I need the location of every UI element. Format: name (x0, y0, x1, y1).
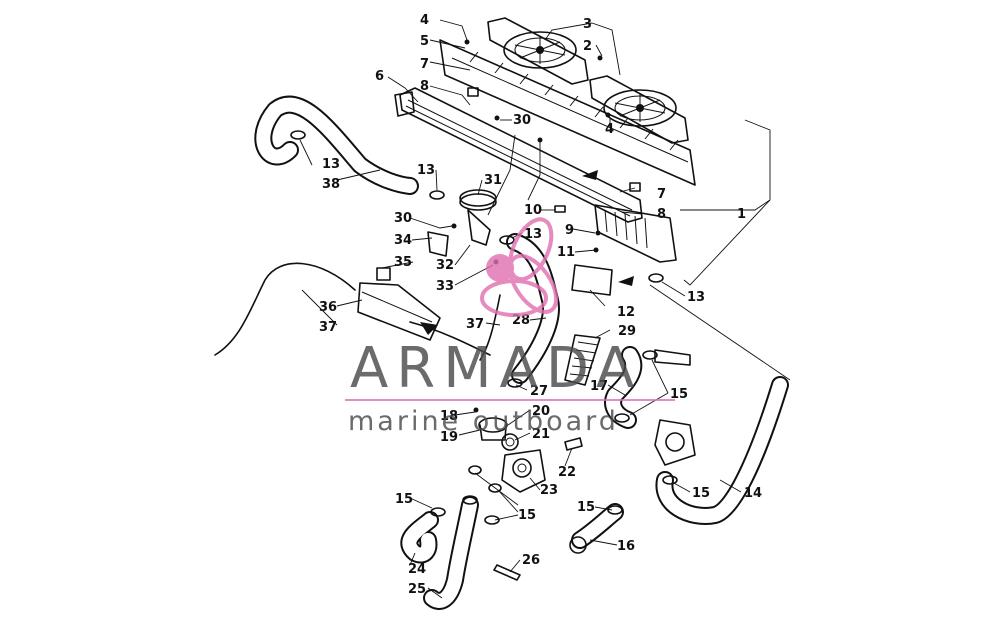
overflow-hose-37 (214, 262, 501, 361)
callout-20: 20 (532, 404, 550, 419)
callout-33: 33 (436, 279, 454, 294)
hose-24 (400, 511, 439, 564)
callout-labels: 4 3 5 2 7 6 8 30 4 13 38 13 31 7 1 10 8 … (319, 13, 762, 597)
callout-15: 15 (692, 486, 710, 501)
callout-6: 6 (375, 69, 384, 84)
callout-13: 13 (417, 163, 435, 178)
callout-15: 15 (577, 500, 595, 515)
hose-14 (649, 284, 791, 525)
hose-25 (423, 496, 479, 610)
callout-18: 18 (440, 409, 458, 424)
callout-2: 2 (583, 39, 592, 54)
sensor-upper-right (654, 349, 691, 366)
callout-34: 34 (394, 233, 412, 248)
cooling-fan-upper (487, 17, 589, 85)
callout-26: 26 (522, 553, 540, 568)
radiator (394, 87, 677, 286)
callout-13: 13 (322, 157, 340, 172)
callout-15: 15 (395, 492, 413, 507)
corrugated-hose-29 (564, 334, 601, 386)
callout-11: 11 (557, 245, 575, 260)
pump-body-23 (501, 449, 546, 493)
hose-38 (254, 95, 419, 195)
callout-10: 10 (524, 203, 542, 218)
callout-19: 19 (440, 430, 458, 445)
callout-1: 1 (737, 207, 746, 222)
thermostat-21 (501, 433, 519, 451)
callout-22: 22 (558, 465, 576, 480)
watermark-tagline: marine outboard (348, 406, 619, 437)
callout-16: 16 (617, 539, 635, 554)
callout-12: 12 (617, 305, 635, 320)
bracket-34 (427, 231, 449, 257)
filler-bracket-12 (571, 264, 613, 296)
callout-35: 35 (394, 255, 412, 270)
callout-15: 15 (518, 508, 536, 523)
callout-36: 36 (319, 300, 337, 315)
callout-13: 13 (687, 290, 705, 305)
cooling-fan-lower (589, 75, 689, 144)
propeller-logo (480, 217, 559, 317)
callout-4: 4 (420, 13, 429, 28)
callout-3: 3 (583, 17, 592, 32)
callout-32: 32 (436, 258, 454, 273)
callout-4: 4 (605, 122, 614, 137)
thermostat-housing-19 (478, 417, 508, 441)
filler-neck-31 (459, 189, 497, 246)
callout-7: 7 (420, 57, 429, 72)
leader-lines (299, 19, 742, 599)
callout-37: 37 (466, 317, 484, 332)
assembly-bracket (680, 119, 771, 286)
callout-24: 24 (408, 562, 426, 577)
watermark-brand: ARMADA (350, 336, 642, 401)
coolant-reservoir (357, 282, 441, 341)
callout-8: 8 (420, 79, 429, 94)
callout-8: 8 (657, 207, 666, 222)
hose-clamp (290, 130, 678, 525)
fastener (451, 39, 641, 581)
pump-body-right (654, 419, 696, 466)
callout-27: 27 (530, 384, 548, 399)
hose-16 (569, 503, 624, 554)
callout-38: 38 (322, 177, 340, 192)
callout-15: 15 (670, 387, 688, 402)
callout-13: 13 (524, 227, 542, 242)
callout-21: 21 (532, 427, 550, 442)
callout-14: 14 (744, 486, 762, 501)
reservoir-cap-35 (376, 267, 391, 281)
sensor-22 (564, 437, 583, 451)
callout-9: 9 (565, 223, 574, 238)
callout-7: 7 (657, 187, 666, 202)
callout-5: 5 (420, 34, 429, 49)
callout-30: 30 (394, 211, 412, 226)
callout-31: 31 (484, 173, 502, 188)
callout-30: 30 (513, 113, 531, 128)
callout-29: 29 (618, 324, 636, 339)
watermark: ARMADA marine outboard (345, 217, 675, 437)
hose-28 (506, 233, 560, 384)
callout-37: 37 (319, 320, 337, 335)
callout-23: 23 (540, 483, 558, 498)
callout-25: 25 (408, 582, 426, 597)
callout-17: 17 (590, 379, 608, 394)
